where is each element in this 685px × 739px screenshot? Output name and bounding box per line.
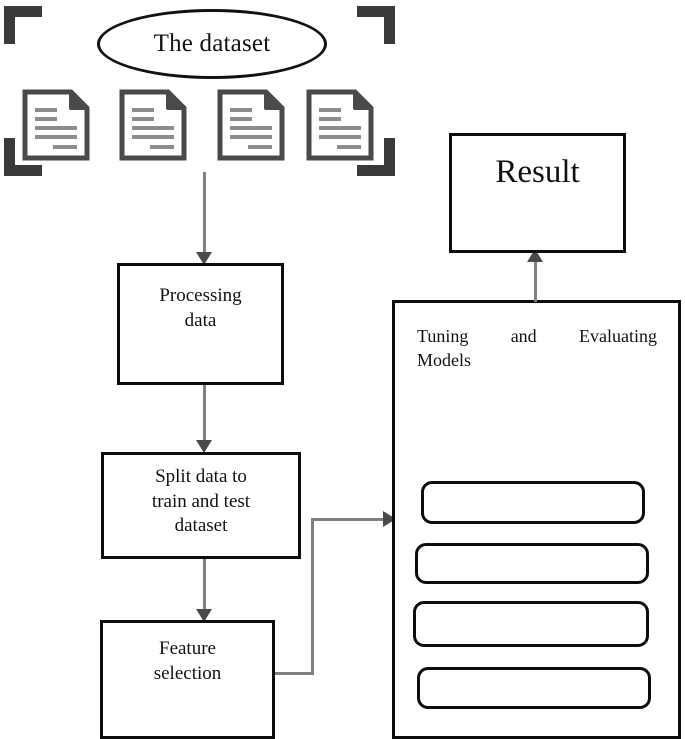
- model-slot[interactable]: [413, 601, 649, 647]
- corner-bracket-top-left: [4, 6, 42, 44]
- tuning-evaluating-panel: Tuning and Evaluating Models: [392, 300, 681, 739]
- model-slot[interactable]: [417, 667, 651, 709]
- connector-split-to-feature: [203, 559, 206, 614]
- connector-dataset-to-processing: [203, 172, 206, 258]
- step-label-line: train and test: [151, 490, 251, 512]
- connector-feature-to-panel-v: [311, 518, 314, 675]
- connector-feature-to-panel-h2: [311, 518, 388, 521]
- corner-bracket-bottom-left: [4, 138, 42, 176]
- step-label-line: Split data to: [155, 466, 247, 487]
- connector-panel-to-result: [534, 258, 537, 302]
- connector-feature-to-panel-h1: [275, 672, 314, 675]
- model-slot[interactable]: [421, 481, 645, 524]
- result-box: Result: [449, 133, 626, 253]
- panel-title-line-2: Models: [417, 350, 471, 371]
- step-split-data: Split data to train and test dataset: [101, 452, 301, 559]
- dataset-ellipse: The dataset: [97, 9, 327, 79]
- step-processing-data: Processing data: [117, 263, 284, 385]
- arrowhead-processing-to-split: [196, 440, 212, 453]
- arrowhead-split-to-feature: [196, 609, 212, 622]
- panel-title: Tuning and Evaluating Models: [417, 324, 657, 373]
- step-feature-selection: Feature selection: [100, 620, 275, 739]
- step-label-line: selection: [153, 662, 222, 684]
- step-label-line: Feature: [159, 638, 216, 659]
- dataset-label: The dataset: [153, 30, 271, 57]
- document-icon: [118, 88, 192, 167]
- step-label-line: data: [184, 309, 217, 331]
- panel-title-line-1: Tuning and Evaluating: [417, 326, 657, 346]
- step-label-line: Processing: [159, 285, 242, 306]
- result-label: Result: [495, 154, 580, 190]
- corner-bracket-bottom-right: [357, 138, 395, 176]
- step-label-line: dataset: [174, 515, 228, 537]
- document-icon: [21, 88, 95, 167]
- model-slot[interactable]: [415, 543, 649, 584]
- arrowhead-dataset-to-processing: [196, 252, 212, 265]
- connector-processing-to-split: [203, 385, 206, 445]
- corner-bracket-top-right: [357, 6, 395, 44]
- document-icon: [305, 88, 379, 167]
- document-icon: [216, 88, 290, 167]
